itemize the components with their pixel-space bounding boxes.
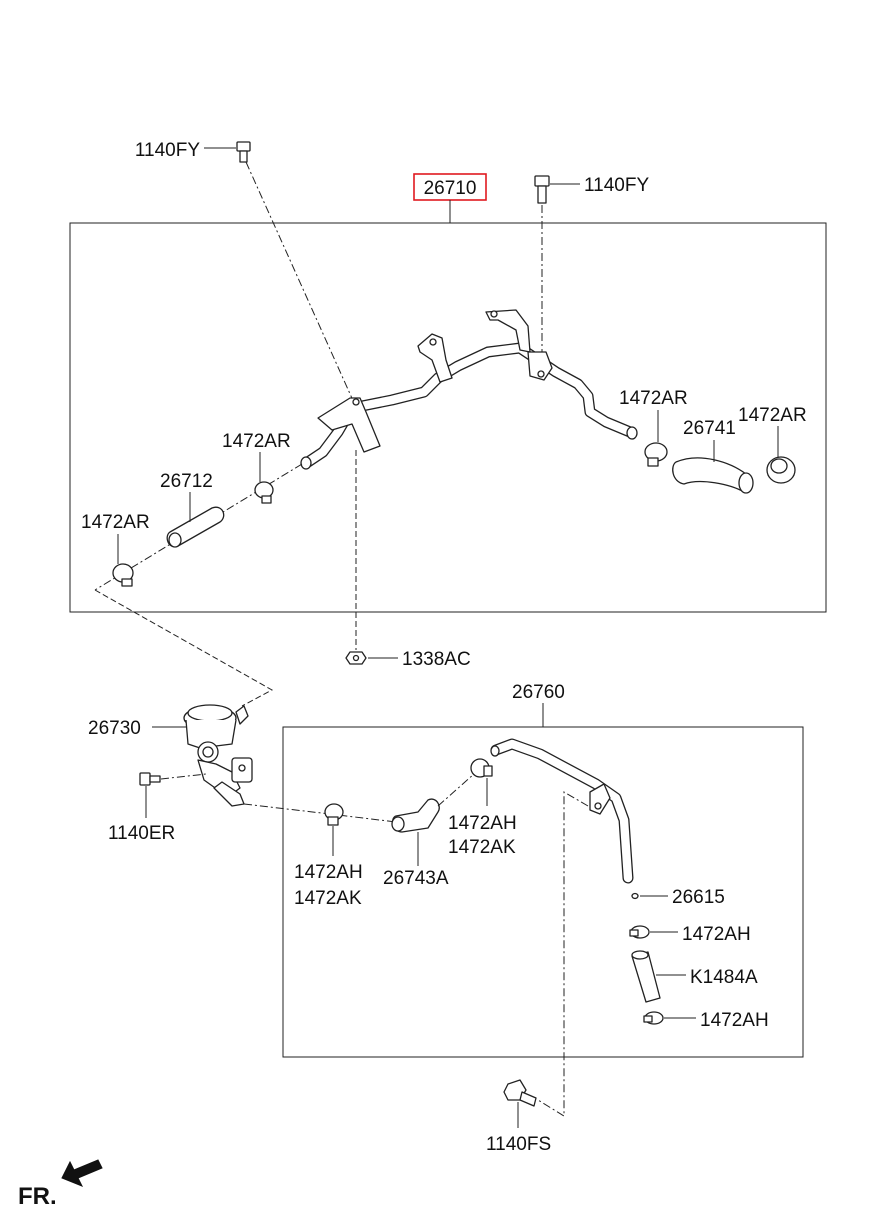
clamp-mid-label[interactable]: 1472AR: [222, 431, 291, 452]
upper-assembly-frame: [69, 222, 827, 613]
bolt-top-right-label[interactable]: 1140FY: [584, 175, 649, 196]
valve-outlet-link: [243, 803, 397, 823]
hose-left-icon: [166, 506, 225, 548]
clamp-right-1-icon: [644, 442, 668, 467]
clamp-right-1-label[interactable]: 1472AR: [619, 388, 688, 409]
bottom-bolt-axis: [537, 791, 589, 1117]
hose-left-label[interactable]: 26712: [160, 471, 213, 492]
front-marker-label: FR.: [18, 1183, 57, 1210]
clamp-lower-1-icon: [324, 803, 344, 826]
main-assembly-label[interactable]: 26710: [424, 178, 477, 199]
clamp-lower-1a-label[interactable]: 1472AH: [294, 862, 363, 883]
clamp-lower-1b-label[interactable]: 1472AK: [294, 888, 362, 909]
clamp-left-icon: [112, 563, 134, 587]
hose-k-label[interactable]: K1484A: [690, 967, 758, 988]
front-arrow-icon: [61, 1159, 103, 1187]
bolt-valve-axis: [160, 773, 207, 780]
clamp-k-bottom-label[interactable]: 1472AH: [700, 1010, 769, 1031]
clamp-lower-2-icon: [470, 758, 493, 778]
bolt-top-left-icon: [236, 141, 251, 163]
bolt-bottom-icon: [503, 1079, 537, 1107]
nut-icon: [345, 651, 367, 665]
valve-link: [94, 589, 274, 707]
bolt-valve-icon: [139, 772, 161, 786]
bolt-top-left-axis: [245, 161, 356, 406]
main-pipe-assembly: [300, 309, 638, 470]
plug-label[interactable]: 26615: [672, 887, 725, 908]
hose-right-icon: [672, 457, 754, 494]
clamp-k-top-label[interactable]: 1472AH: [682, 924, 751, 945]
bolt-top-right-icon: [534, 175, 550, 204]
lower-pipe: [490, 738, 634, 884]
clamp-right-2-label[interactable]: 1472AR: [738, 405, 807, 426]
hose-right-label[interactable]: 26741: [683, 418, 736, 439]
clamp-left-label[interactable]: 1472AR: [81, 512, 150, 533]
hose-lower-icon: [391, 798, 440, 833]
clamp-lower-2b-label[interactable]: 1472AK: [448, 837, 516, 858]
hose-lower-label[interactable]: 26743A: [383, 868, 449, 889]
bolt-valve-label[interactable]: 1140ER: [108, 823, 175, 844]
bolt-top-left-label[interactable]: 1140FY: [135, 140, 200, 161]
bolt-bottom-label[interactable]: 1140FS: [486, 1134, 551, 1155]
clamp-lower-2a-label[interactable]: 1472AH: [448, 813, 517, 834]
clamp-k-bottom-icon: [643, 1011, 664, 1025]
valve-icon: [183, 704, 253, 807]
valve-label[interactable]: 26730: [88, 718, 141, 739]
nut-label[interactable]: 1338AC: [402, 649, 471, 670]
clamp-right-2-icon: [766, 456, 796, 484]
lower-assembly-label[interactable]: 26760: [512, 682, 565, 703]
hose-lower-axis: [437, 773, 475, 807]
clamp-mid-icon: [254, 481, 274, 504]
hose-k-icon: [631, 950, 661, 1003]
clamp-k-top-icon: [629, 925, 650, 939]
plug-icon: [631, 892, 639, 900]
